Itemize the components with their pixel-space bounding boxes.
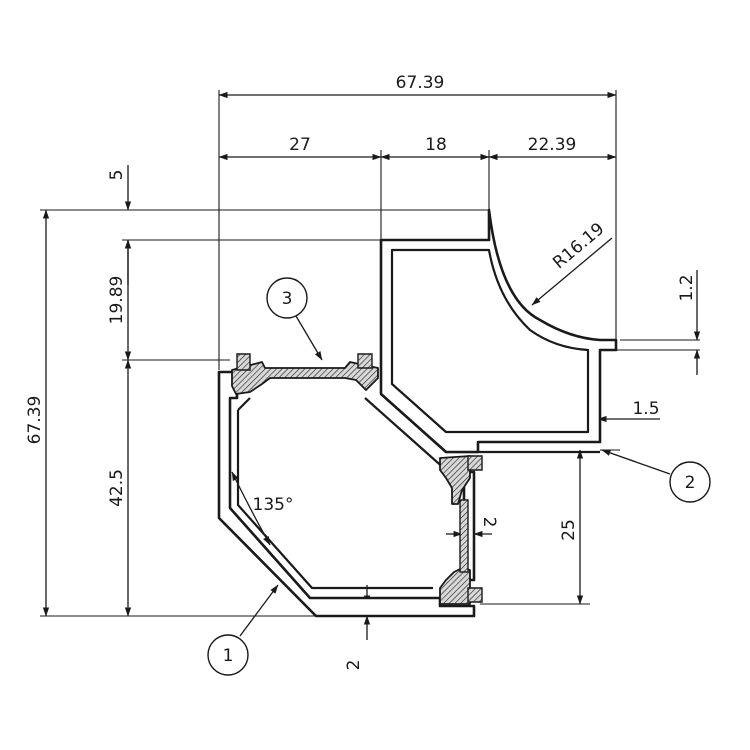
- dim-top-offset: 5: [107, 170, 127, 181]
- dim-step: 1.2: [677, 274, 697, 301]
- dim-bottom-wall: 2: [344, 660, 364, 671]
- gasket-top: [231, 361, 379, 395]
- dim-web: 2: [479, 517, 499, 528]
- callout-3-circle: [266, 277, 308, 319]
- callout-2-circle: [669, 461, 711, 503]
- callouts: 1 2 3: [207, 277, 711, 676]
- dim-segment-c: 22.39: [528, 135, 577, 155]
- dim-right-height: 25: [559, 519, 579, 541]
- extension-lines: [40, 90, 700, 617]
- cover-profile-outline: [379, 208, 618, 454]
- callout-3-label: 3: [282, 289, 293, 309]
- dim-segment-b: 18: [425, 135, 447, 155]
- dim-overall-width: 67.39: [396, 73, 445, 93]
- dimension-lines: [42, 91, 701, 640]
- dim-overall-height: 67.39: [25, 396, 45, 445]
- profile-section: [217, 208, 618, 618]
- dim-upper-height: 19.89: [107, 276, 127, 325]
- dim-angle: 135°: [253, 495, 294, 515]
- dim-wall-right: 1.5: [632, 399, 659, 419]
- dim-lower-height: 42.5: [107, 469, 127, 507]
- gasket-right-lower: [439, 567, 471, 605]
- dim-segment-a: 27: [289, 135, 311, 155]
- callout-2-label: 2: [685, 473, 696, 493]
- callout-1-circle: [207, 634, 249, 676]
- callout-1-label: 1: [223, 646, 234, 666]
